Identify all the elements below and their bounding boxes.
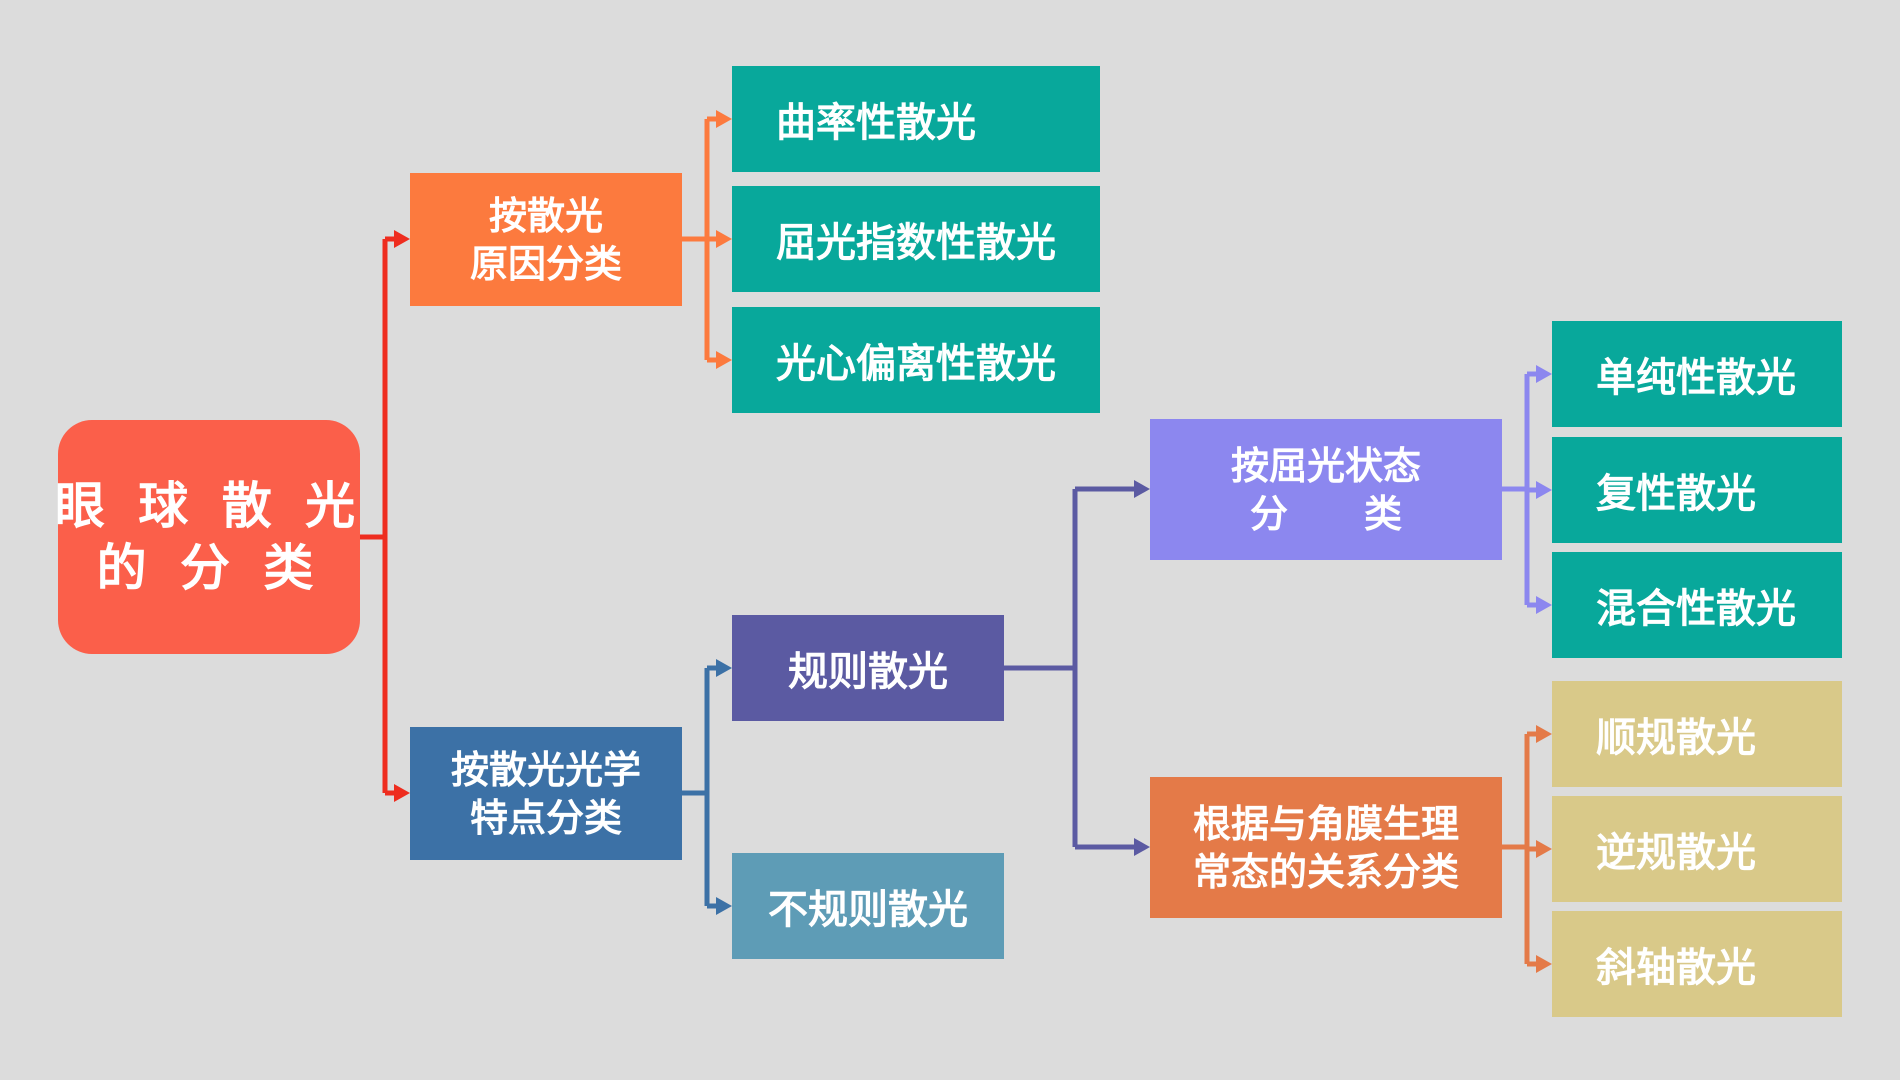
connector-refractive-arrowhead-1 <box>1536 481 1552 499</box>
leaf-label: 斜轴散光 <box>1596 944 1756 991</box>
leaf-against-the-rule-astigmatism: 逆规散光 <box>1552 796 1842 902</box>
leaf-label: 光心偏离性散光 <box>776 340 1056 387</box>
connector-optics-arrowhead-0 <box>716 659 732 677</box>
leaf-mixed-astigmatism: 混合性散光 <box>1552 552 1842 658</box>
leaf-oblique-astigmatism: 斜轴散光 <box>1552 911 1842 1017</box>
connector-cause-arrowhead-0 <box>716 110 732 128</box>
connector-refractive-arrowhead-0 <box>1536 365 1552 383</box>
leaf-compound-astigmatism: 复性散光 <box>1552 437 1842 543</box>
leaf-label: 屈光指数性散光 <box>776 219 1056 266</box>
connector-cornea-arrowhead-0 <box>1536 725 1552 743</box>
connector-cornea-arrowhead-1 <box>1536 840 1552 858</box>
connector-regular-arrowhead-1 <box>1134 838 1150 856</box>
connector-cause-arrowhead-2 <box>716 351 732 369</box>
connector-root-arrowhead-1 <box>394 784 410 802</box>
node-by-corneal-relation: 根据与角膜生理 常态的关系分类 <box>1150 777 1502 918</box>
branch-by-cause: 按散光 原因分类 <box>410 173 682 306</box>
node-by-corneal-relation-label: 根据与角膜生理 常态的关系分类 <box>1192 800 1459 894</box>
branch-by-cause-label: 按散光 原因分类 <box>469 192 622 286</box>
connector-regular-arrowhead-0 <box>1134 480 1150 498</box>
leaf-label: 逆规散光 <box>1596 829 1756 876</box>
leaf-decentration-astigmatism: 光心偏离性散光 <box>732 307 1100 413</box>
branch-by-optical-feature: 按散光光学 特点分类 <box>410 727 682 860</box>
leaf-label: 曲率性散光 <box>776 99 976 146</box>
leaf-with-the-rule-astigmatism: 顺规散光 <box>1552 681 1842 787</box>
leaf-label: 顺规散光 <box>1596 714 1756 761</box>
root-node-eye-astigmatism-classification: 眼 球 散 光 的 分 类 <box>54 420 364 654</box>
connector-root-arrowhead-0 <box>394 230 410 248</box>
root-label: 眼 球 散 光 的 分 类 <box>54 476 364 597</box>
leaf-label: 混合性散光 <box>1596 585 1796 632</box>
node-regular-astigmatism: 规则散光 <box>732 615 1004 721</box>
connector-refractive-arrowhead-2 <box>1536 596 1552 614</box>
leaf-label: 复性散光 <box>1596 470 1756 517</box>
leaf-refractive-index-astigmatism: 屈光指数性散光 <box>732 186 1100 292</box>
branch-by-optical-feature-label: 按散光光学 特点分类 <box>450 746 641 840</box>
leaf-label: 单纯性散光 <box>1596 354 1796 401</box>
node-irregular-label: 不规则散光 <box>768 886 968 933</box>
node-by-refractive-state: 按屈光状态 分 类 <box>1150 419 1502 560</box>
node-by-refractive-state-label: 按屈光状态 分 类 <box>1230 442 1421 536</box>
connector-optics-arrowhead-1 <box>716 897 732 915</box>
node-regular-label: 规则散光 <box>788 648 948 695</box>
leaf-curvature-astigmatism: 曲率性散光 <box>732 66 1100 172</box>
connector-cause-arrowhead-1 <box>716 230 732 248</box>
node-irregular-astigmatism: 不规则散光 <box>732 853 1004 959</box>
connector-cornea-arrowhead-2 <box>1536 955 1552 973</box>
leaf-simple-astigmatism: 单纯性散光 <box>1552 321 1842 427</box>
